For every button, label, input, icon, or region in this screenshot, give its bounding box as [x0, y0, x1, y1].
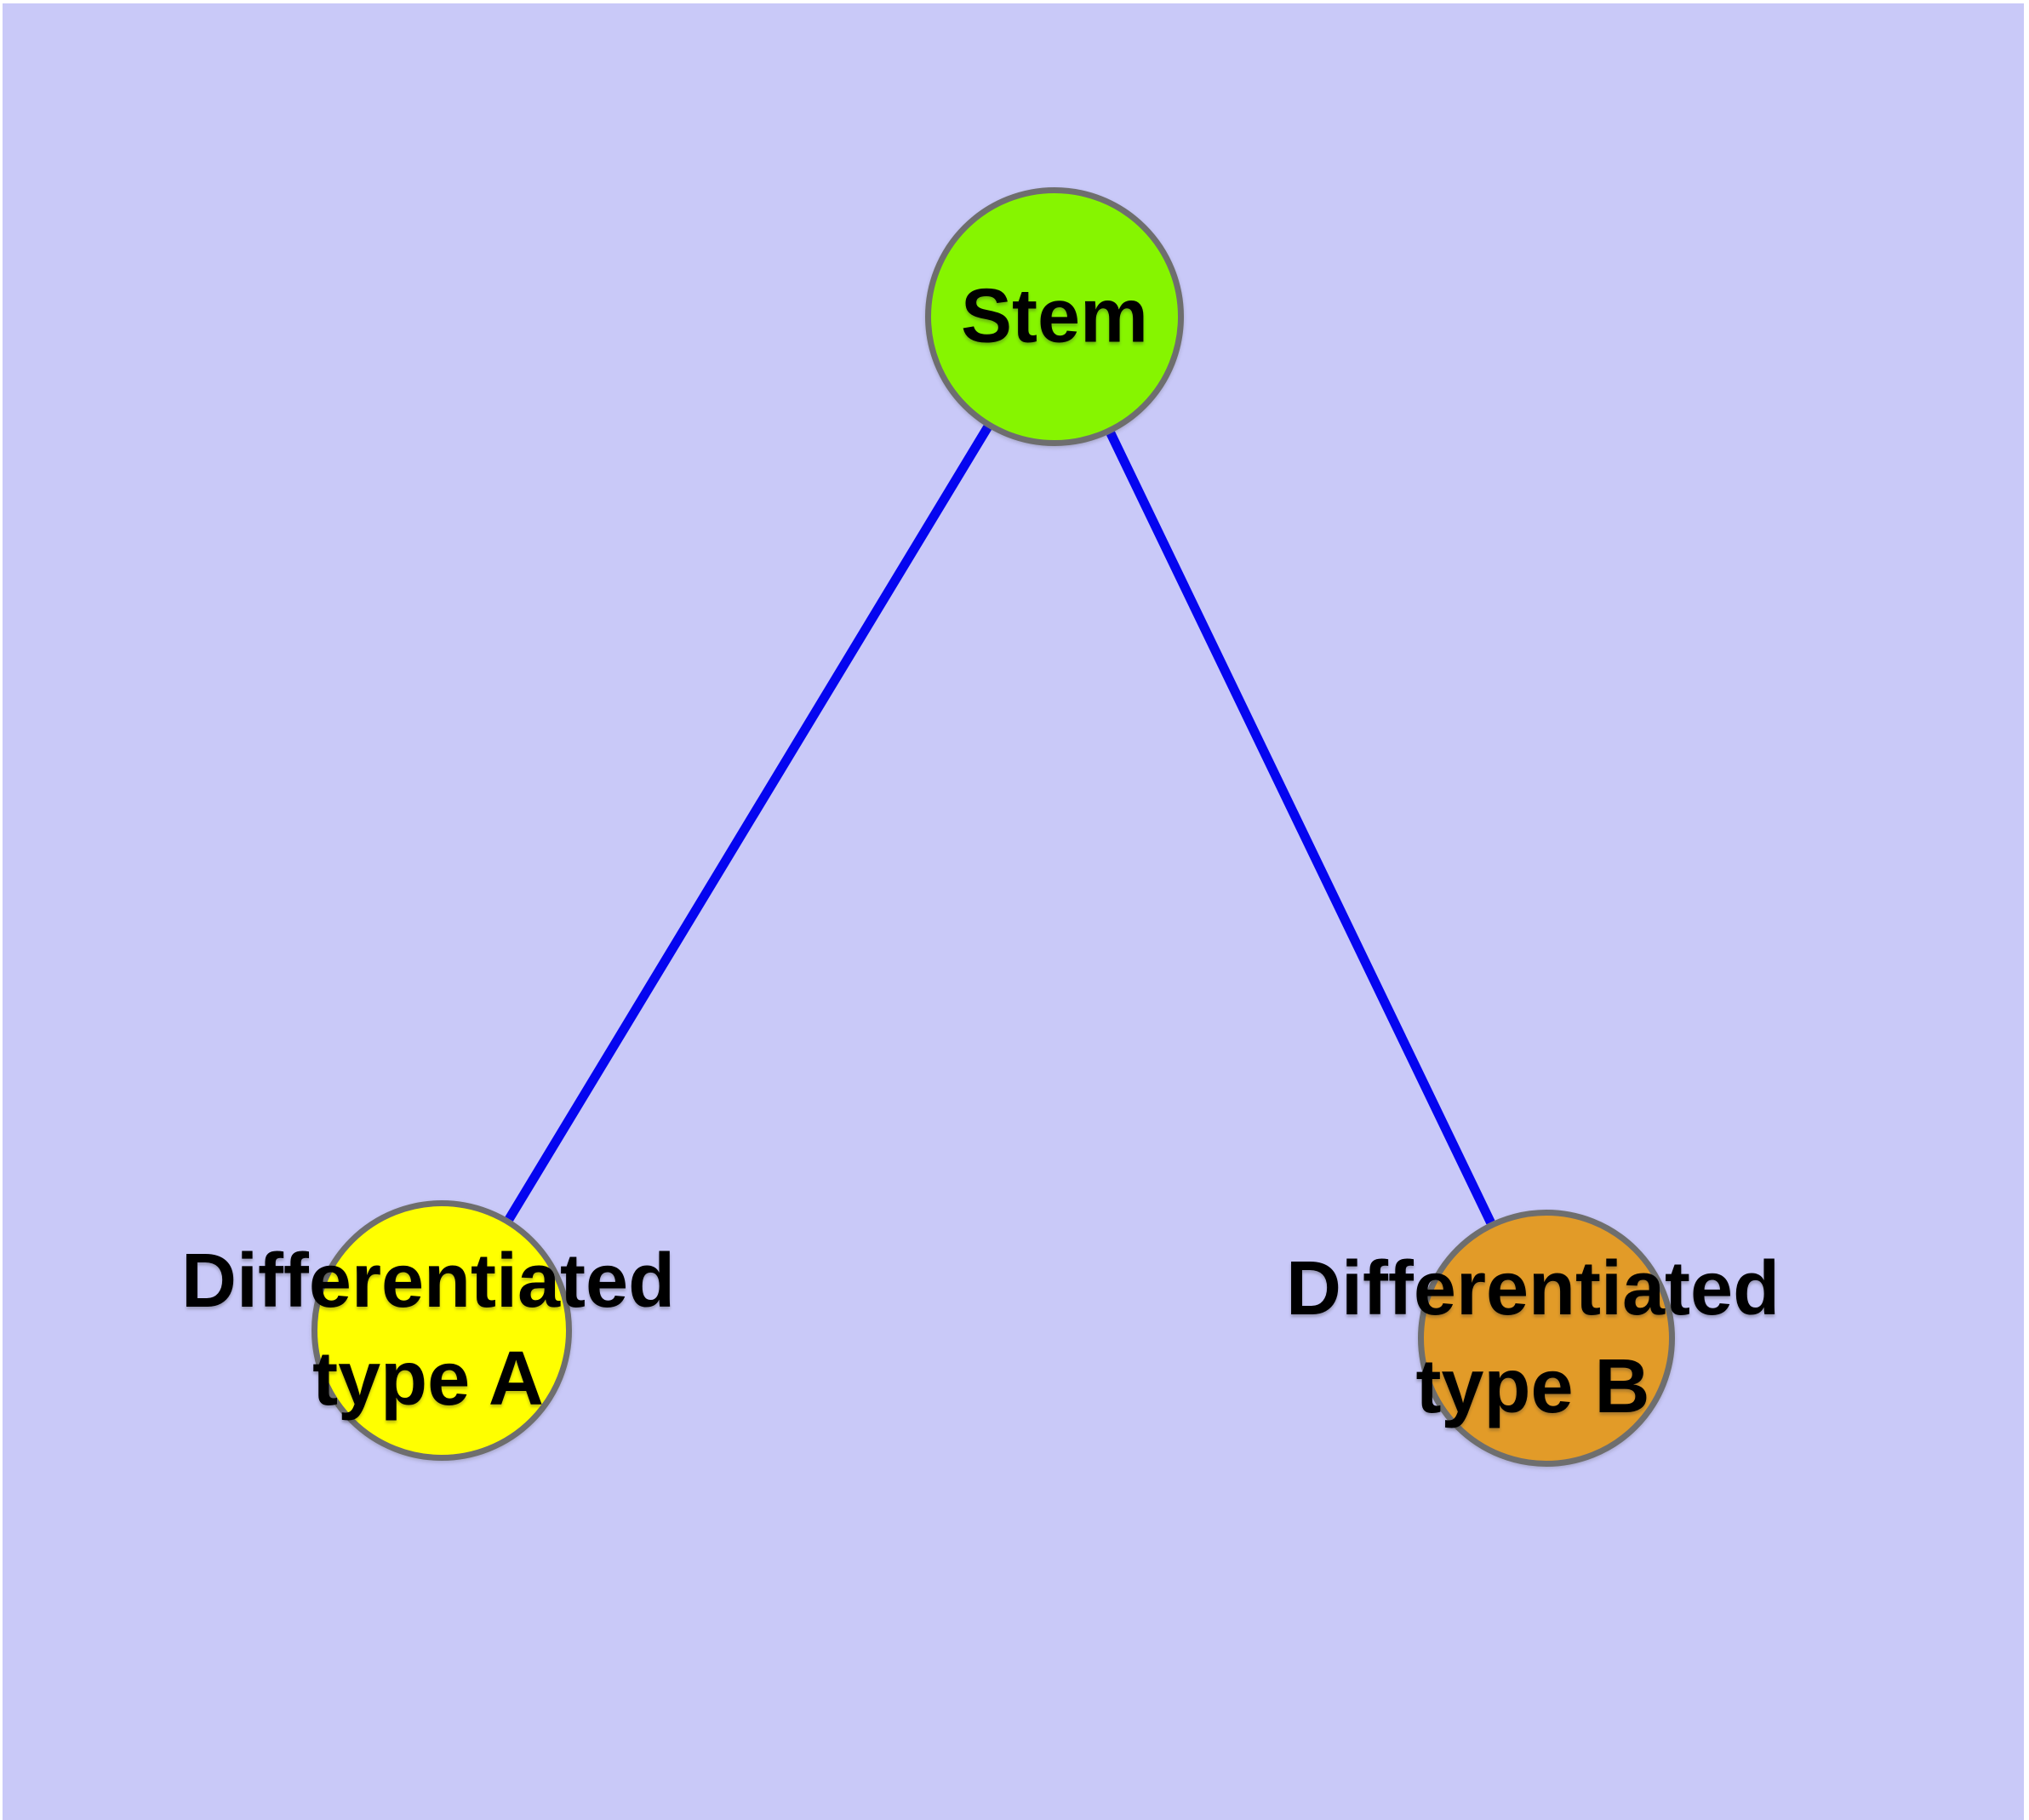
node-stem-label-line: Stem [960, 273, 1149, 359]
node-differentiated-type-a: Differentiated type A [181, 1200, 675, 1461]
node-stem-label: Stem [961, 268, 1148, 366]
node-differentiated-type-b: Differentiated type B [1286, 1210, 1780, 1467]
edge-stem-to-differentiated-type-a [505, 425, 992, 1222]
edge-stem-to-differentiated-type-b [1106, 431, 1495, 1225]
node-stem: Stem [925, 187, 1184, 446]
